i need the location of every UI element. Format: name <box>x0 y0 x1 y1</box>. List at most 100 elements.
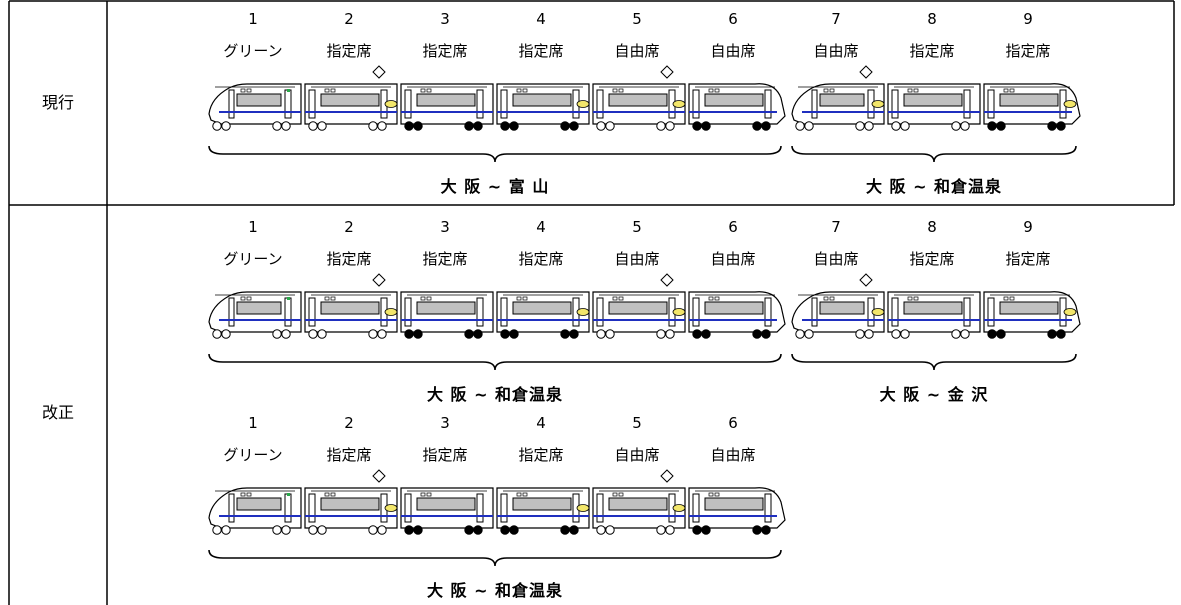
door <box>764 493 772 523</box>
diamond-icon <box>859 273 873 287</box>
wheel <box>464 525 474 535</box>
wheel <box>317 329 327 339</box>
wheel <box>692 525 702 535</box>
wheel <box>272 525 282 535</box>
wheel <box>951 329 961 339</box>
car-class: 指定席 <box>422 446 467 464</box>
door <box>228 89 235 119</box>
car-number: 2 <box>344 414 354 432</box>
table-grid <box>8 0 1175 605</box>
wheel <box>960 121 970 131</box>
door <box>500 297 508 327</box>
small-window <box>246 492 252 497</box>
small-window <box>426 492 432 497</box>
door <box>811 89 818 119</box>
wheel <box>665 525 675 535</box>
window <box>512 497 572 511</box>
small-window <box>522 88 528 93</box>
door <box>963 297 971 327</box>
small-window <box>1009 296 1015 301</box>
small-window <box>612 296 618 301</box>
wheel <box>996 329 1006 339</box>
wheel <box>308 121 318 131</box>
small-window <box>714 492 720 497</box>
wheel <box>1056 329 1066 339</box>
door <box>308 297 316 327</box>
wheel <box>317 525 327 535</box>
small-window <box>1003 88 1009 93</box>
wheel <box>221 525 231 535</box>
door <box>308 89 316 119</box>
door <box>404 89 412 119</box>
wheel <box>221 121 231 131</box>
green-car-mark <box>287 493 290 496</box>
car-number: 5 <box>632 218 642 236</box>
door <box>764 297 772 327</box>
car-class: 自由席 <box>813 250 858 268</box>
wheel <box>308 525 318 535</box>
door <box>891 297 899 327</box>
wheel <box>761 329 771 339</box>
car-class: 自由席 <box>710 446 755 464</box>
small-window <box>612 88 618 93</box>
small-window <box>330 88 336 93</box>
wheel <box>596 121 606 131</box>
car-number: 7 <box>831 10 841 28</box>
window <box>903 301 963 315</box>
window <box>320 301 380 315</box>
car-class: 指定席 <box>518 446 563 464</box>
wheel <box>212 329 222 339</box>
small-window <box>420 492 426 497</box>
wheel <box>804 121 814 131</box>
window <box>320 497 380 511</box>
small-window <box>324 492 330 497</box>
car-number: 5 <box>632 10 642 28</box>
wheel <box>464 329 474 339</box>
small-window <box>618 296 624 301</box>
car-number: 1 <box>248 414 258 432</box>
door <box>404 493 412 523</box>
car-number: 7 <box>831 218 841 236</box>
car-number: 5 <box>632 414 642 432</box>
window <box>416 301 476 315</box>
car-number: 4 <box>536 414 546 432</box>
diamond-icon <box>372 273 386 287</box>
window <box>704 93 764 107</box>
door <box>963 89 971 119</box>
route-brace <box>208 353 782 371</box>
marker-oval <box>1063 100 1077 108</box>
car-class: 指定席 <box>326 446 371 464</box>
small-window <box>708 296 714 301</box>
wheel <box>509 121 519 131</box>
car-number: 2 <box>344 10 354 28</box>
wheel <box>804 329 814 339</box>
wheel <box>795 121 805 131</box>
wheel <box>560 329 570 339</box>
row-label-revised: 改正 <box>42 403 74 422</box>
diamond-icon <box>859 65 873 79</box>
wheel <box>701 121 711 131</box>
wheel <box>900 329 910 339</box>
door <box>596 89 604 119</box>
car-class: 自由席 <box>614 42 659 60</box>
marker-oval <box>384 100 398 108</box>
door <box>500 493 508 523</box>
car-number: 3 <box>440 414 450 432</box>
small-window <box>420 296 426 301</box>
small-window <box>324 88 330 93</box>
small-window <box>913 296 919 301</box>
small-window <box>907 88 913 93</box>
car-number: 4 <box>536 218 546 236</box>
wheel <box>951 121 961 131</box>
wheel <box>473 329 483 339</box>
wheel <box>413 525 423 535</box>
wheel <box>212 525 222 535</box>
car-class: 指定席 <box>518 42 563 60</box>
window <box>608 497 668 511</box>
route-brace <box>791 145 1077 163</box>
wheel <box>464 121 474 131</box>
diamond-icon <box>660 273 674 287</box>
marker-oval <box>871 100 885 108</box>
